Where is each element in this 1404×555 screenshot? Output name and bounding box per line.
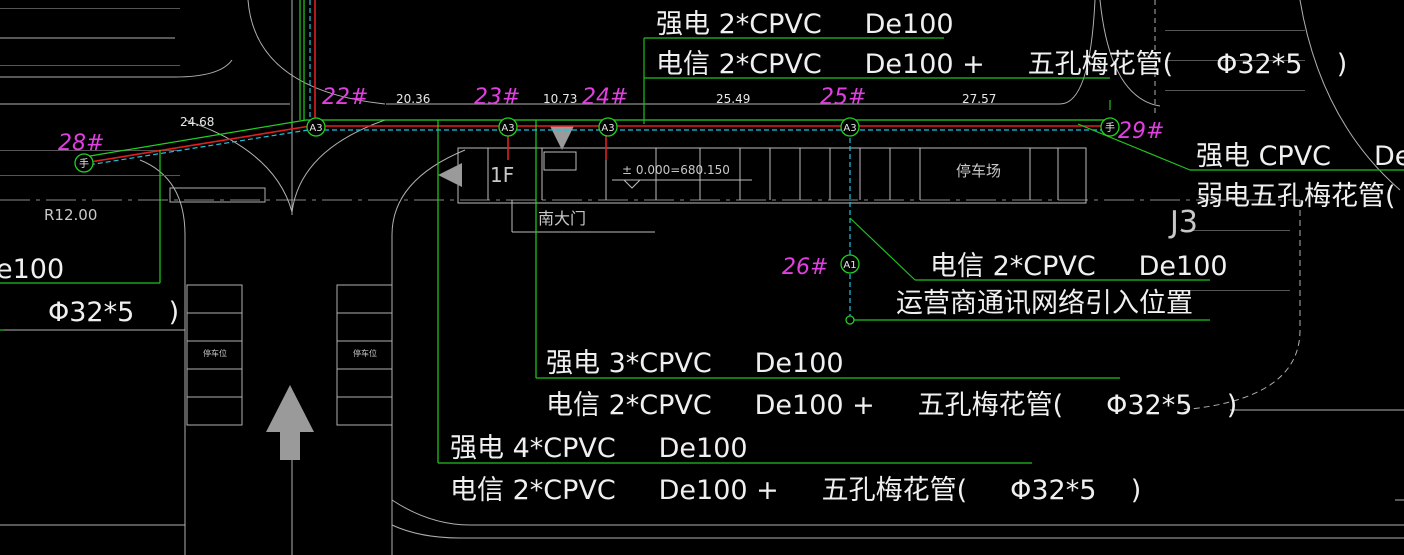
well-label-24: 24# (582, 85, 628, 110)
well-label-29: 29# (1118, 119, 1164, 144)
elevation-marker (622, 179, 642, 189)
well-label-25: 25# (820, 85, 866, 110)
annotation-right-weak: 弱电五孔梅花管( (1196, 181, 1396, 212)
tag-25: A3 (843, 123, 856, 134)
annotation-right-power: 强电 CPVC De100 (1196, 141, 1404, 172)
tag-29: 手 (1105, 121, 1115, 134)
well-node-26 (840, 254, 860, 274)
well-labels: 22# 23# 24# 25# 26# 28# 29# (58, 85, 1164, 280)
tag-26: A1 (843, 260, 856, 271)
well-label-26: 26# (782, 255, 828, 280)
annotation-left-partial-2: Φ32*5 ) (48, 297, 179, 328)
well-node-25 (840, 117, 860, 137)
well-label-23: 23# (474, 85, 520, 110)
segment-25-29: 27.57 (962, 92, 996, 106)
well-node-23 (498, 117, 518, 137)
segment-28-22: 24.68 (180, 115, 214, 129)
annotation-mid-power: 强电 3*CPVC De100 (546, 348, 844, 379)
segment-23-24: 10.73 (543, 92, 577, 106)
parking-lot-label: 停车场 (956, 162, 1001, 180)
well-label-28: 28# (58, 131, 104, 156)
parking-space-label-right: 停车位 (353, 348, 377, 358)
segment-22-23: 20.36 (396, 92, 430, 106)
annotation-low-telecom: 电信 2*CPVC De100 + 五孔梅花管( Φ32*5 ) (450, 475, 1141, 506)
well-nodes (74, 117, 1120, 325)
annotation-top-telecom: 电信 2*CPVC De100 + 五孔梅花管( Φ32*5 ) (656, 49, 1347, 80)
annotation-w26-entry: 运营商通讯网络引入位置 (896, 288, 1193, 319)
tag-23: A3 (501, 123, 514, 134)
tag-24: A3 (601, 123, 614, 134)
annotation-low-power: 强电 4*CPVC De100 (450, 433, 748, 464)
well-node-28 (74, 153, 94, 173)
well-node-entry (845, 315, 855, 325)
annotation-mid-telecom: 电信 2*CPVC De100 + 五孔梅花管( Φ32*5 ) (546, 390, 1237, 421)
power-cable-route (83, 0, 1110, 164)
hatch-dots (0, 8, 1305, 291)
dashed-route (81, 0, 1110, 320)
well-node-24 (598, 117, 618, 137)
elevation-label: ± 0.000=680.150 (622, 163, 730, 177)
annotation-left-partial-1: e100 (0, 254, 64, 285)
tag-22: A3 (309, 123, 322, 134)
entrance-triangle-left (438, 163, 462, 187)
road-arrow (266, 385, 314, 460)
segment-24-25: 25.49 (716, 92, 750, 106)
annotations: 强电 2*CPVC De100 电信 2*CPVC De100 + 五孔梅花管(… (0, 9, 1404, 506)
entrance-triangle-top (550, 126, 574, 150)
node-tags: A3 A3 A3 A3 A1 手 手 (79, 121, 1115, 271)
axis-tag: J3 (1168, 205, 1198, 240)
segment-lengths: 24.68 20.36 10.73 25.49 27.57 (180, 92, 996, 129)
telecom-cable-route (83, 0, 1110, 463)
parking-space-label-left: 停车位 (203, 348, 227, 358)
well-node-22 (306, 117, 326, 137)
annotation-w26-telecom: 电信 2*CPVC De100 (930, 251, 1228, 282)
site-labels: 1F ± 0.000=680.150 南大门 停车场 R12.00 停车位 停车… (44, 162, 1198, 358)
well-label-22: 22# (322, 85, 368, 110)
floor-label: 1F (490, 163, 514, 187)
annotation-top-power: 强电 2*CPVC De100 (656, 9, 954, 40)
well-node-29 (1100, 117, 1120, 137)
tag-28: 手 (79, 157, 89, 170)
radius-label: R12.00 (44, 206, 97, 224)
gate-label: 南大门 (538, 209, 586, 228)
leader-lines (0, 37, 1404, 464)
